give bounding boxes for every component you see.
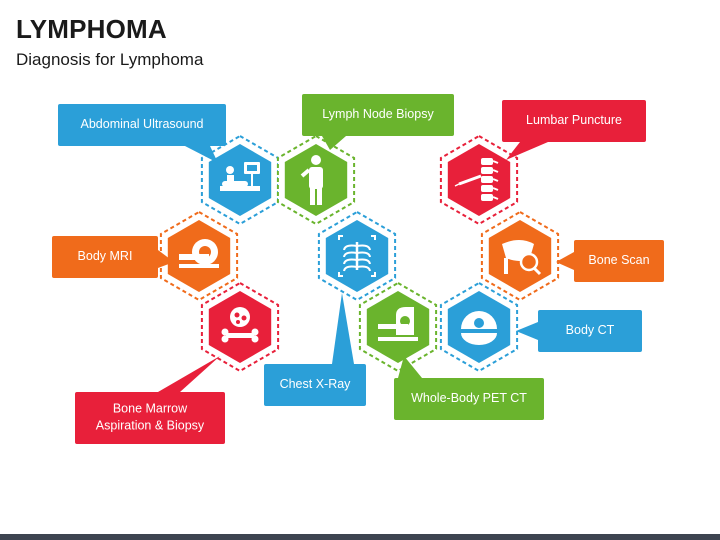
lumbar-puncture-label: Lumbar Puncture: [526, 113, 622, 127]
hexagon-layer: [159, 134, 560, 373]
bone-scan-label: Bone Scan: [588, 253, 649, 267]
page-subtitle: Diagnosis for Lymphoma: [16, 50, 204, 69]
body-ct-callout-tail: [516, 322, 538, 340]
ultrasound-icon: [220, 162, 260, 191]
ct-scan-icon: [461, 311, 497, 345]
abdominal-ultrasound-hexagon: [200, 134, 280, 226]
whole-body-pet-ct-callout-tail: [398, 356, 422, 378]
bone-scan-hexagon: [480, 210, 560, 302]
bone-marrow-icon: [221, 307, 259, 343]
whole-body-pet-ct-hexagon: [358, 281, 438, 373]
chest-x-ray-callout-tail: [332, 293, 354, 364]
callout-layer: Abdominal Ultrasound Lymph Node BiopsyBod…: [52, 94, 664, 444]
whole-body-pet-ct-callout: Whole-Body PET CT: [394, 356, 544, 420]
abdominal-ultrasound-label: Abdominal Ultrasound: [81, 117, 204, 131]
lymph-node-biopsy-callout-box: [302, 94, 454, 136]
body-mri-callout: Body MRI: [52, 236, 174, 278]
lymph-node-biopsy-label: Lymph Node Biopsy: [322, 107, 434, 121]
bone-marrow-callout-box: [75, 392, 225, 444]
lumbar-puncture-callout: Lumbar Puncture: [502, 100, 646, 160]
footer-bar: [0, 534, 720, 540]
body-mri-callout-tail: [158, 250, 174, 268]
mri-scanner-icon: [179, 239, 219, 268]
hip-bone-scan-icon: [502, 240, 542, 276]
chest-x-ray-callout: Chest X-Ray: [264, 293, 366, 406]
lymph-node-biopsy-callout-tail: [322, 136, 346, 150]
body-ct-label: Body CT: [566, 323, 615, 337]
body-ct-hexagon: [439, 281, 519, 373]
chest-x-ray-label: Chest X-Ray: [280, 377, 352, 391]
chest-x-ray-hexagon: [317, 210, 397, 302]
spine-needle-icon: [454, 158, 499, 201]
abdominal-ultrasound-callout-box: [58, 104, 226, 146]
bone-scan-callout-tail: [556, 252, 574, 270]
lumbar-puncture-callout-box: [502, 100, 646, 142]
pet-ct-scanner-icon: [378, 307, 418, 341]
lymph-node-biopsy-hexagon: [276, 134, 356, 226]
patient-icon: [300, 155, 323, 205]
body-ct-callout: Body CT: [516, 310, 642, 352]
abdominal-ultrasound-callout-tail: [185, 146, 218, 163]
body-mri-hexagon: [159, 210, 239, 302]
ribcage-icon: [338, 235, 376, 277]
bone-scan-callout-box: [574, 240, 664, 282]
abdominal-ultrasound-callout: Abdominal Ultrasound: [58, 104, 226, 163]
bone-scan-callout: Bone Scan: [556, 240, 664, 282]
chest-x-ray-callout-box: [264, 364, 366, 406]
whole-body-pet-ct-label: Whole-Body PET CT: [411, 391, 527, 405]
page-title: LYMPHOMA: [16, 14, 167, 44]
body-ct-callout-box: [538, 310, 642, 352]
bone-marrow-callout-tail: [158, 356, 220, 392]
whole-body-pet-ct-callout-box: [394, 378, 544, 420]
lymph-node-biopsy-callout: Lymph Node Biopsy: [302, 94, 454, 150]
lumbar-puncture-callout-tail: [506, 142, 548, 160]
body-mri-callout-box: [52, 236, 158, 278]
body-mri-label: Body MRI: [78, 249, 133, 263]
bone-marrow-hexagon: [200, 281, 280, 373]
lumbar-puncture-hexagon: [439, 134, 519, 226]
